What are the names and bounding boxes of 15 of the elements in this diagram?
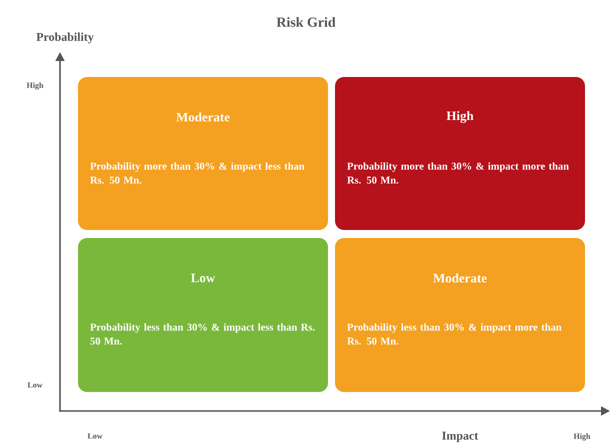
risk-level-heading: High bbox=[446, 111, 474, 123]
risk-box bbox=[335, 77, 585, 230]
risk-description: Probability less than 30% & impact more than Rs. 50 Mn. bbox=[347, 323, 562, 345]
risk-box bbox=[335, 238, 585, 392]
risk-description: Probability less than 30% & impact less than Rs. 50 Mn. bbox=[90, 323, 315, 345]
axis-title: Probability bbox=[36, 32, 94, 44]
risk-box bbox=[78, 238, 328, 392]
axis-title: Impact bbox=[442, 432, 478, 442]
risk-level-heading: Low bbox=[191, 274, 216, 282]
title: Risk Grid bbox=[276, 17, 336, 27]
risk-level-heading: Moderate bbox=[176, 112, 230, 122]
risk-box bbox=[78, 77, 328, 230]
risk-description: Probability more than 30% & impact less than Rs. 50 Mn. bbox=[90, 162, 304, 184]
risk-level-heading: Moderate bbox=[433, 273, 487, 283]
risk-description: Probability more than 30% & impact more than Rs. 50 Mn. bbox=[347, 162, 569, 184]
